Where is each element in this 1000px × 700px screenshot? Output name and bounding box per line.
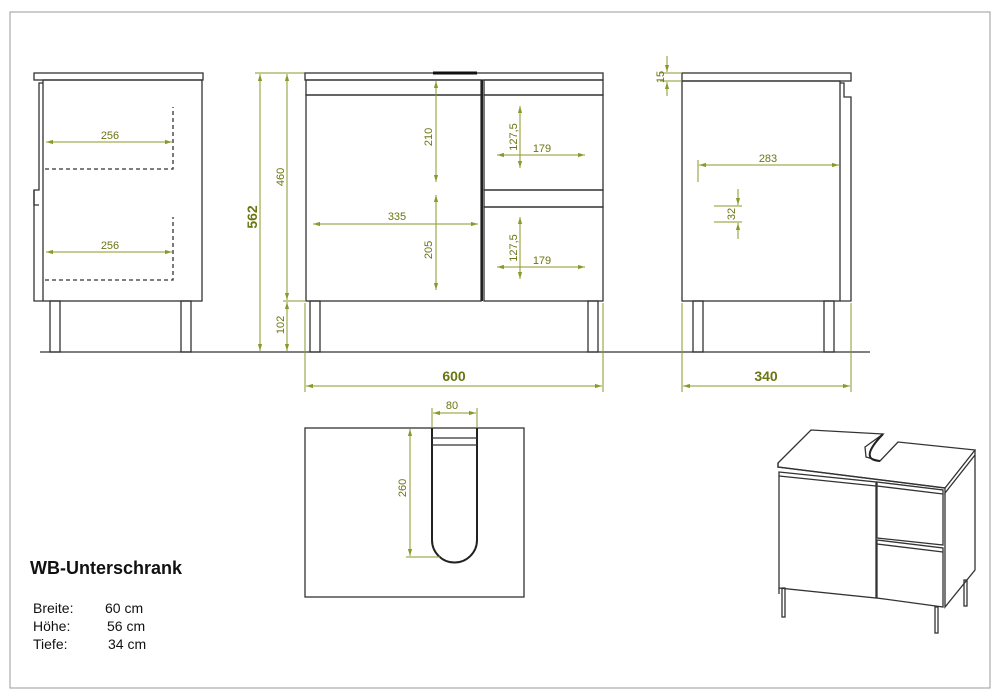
dim-lower-depth: 256 xyxy=(101,240,119,252)
leg xyxy=(49,300,61,353)
dim-width-total: 600 xyxy=(442,368,466,384)
leg xyxy=(781,587,786,618)
inner-shelf-dashed xyxy=(45,217,174,281)
iso-drawer-top xyxy=(876,481,944,546)
dim-cutout-depth: 260 xyxy=(397,479,409,497)
dim-door-lower: 205 xyxy=(423,241,435,259)
dim-drawer2-width: 179 xyxy=(533,255,551,267)
dim-door-width: 335 xyxy=(388,211,406,223)
spec-value-depth: 34 cm xyxy=(108,636,146,652)
dim-cutout-width: 80 xyxy=(446,400,458,412)
dim-handle: 32 xyxy=(726,208,738,220)
spec-label-depth: Tiefe: xyxy=(33,636,68,652)
dim-depth-total: 340 xyxy=(754,368,778,384)
product-title: WB-Unterschrank xyxy=(30,558,183,578)
spec-label-width: Breite: xyxy=(33,600,73,616)
dim-drawer1-height: 127,5 xyxy=(508,123,520,151)
inner-shelf-dashed xyxy=(45,107,174,170)
dim-inner-depth: 283 xyxy=(759,153,777,165)
drawer-bottom xyxy=(483,206,604,302)
leg xyxy=(309,300,321,353)
dim-drawer1-width: 179 xyxy=(533,143,551,155)
leg xyxy=(823,300,835,353)
sink-cutout xyxy=(431,428,478,564)
front-view: 210 205 335 127,5 179 127,5 179 600 xyxy=(304,71,604,392)
dim-height-total: 562 xyxy=(244,205,260,229)
spec-value-width: 60 cm xyxy=(105,600,143,616)
leg xyxy=(180,300,192,353)
leg xyxy=(692,300,704,353)
top-view: 80 260 xyxy=(304,400,525,598)
iso-drawer-bottom xyxy=(876,539,944,608)
isometric-view xyxy=(777,429,977,634)
dim-upper-depth: 256 xyxy=(101,130,119,142)
left-side-view: 256 256 xyxy=(33,72,204,353)
leg xyxy=(934,606,939,634)
dim-top-thickness: 15 xyxy=(655,71,667,83)
spec-list: Breite: 60 cm Höhe: 56 cm Tiefe: 34 cm xyxy=(33,600,146,652)
door xyxy=(305,94,482,302)
spec-value-height: 56 cm xyxy=(107,618,145,634)
right-side-view: 15 283 32 340 xyxy=(655,56,852,392)
dim-height-body: 460 xyxy=(275,168,287,186)
frame-border xyxy=(9,11,991,689)
spec-label-height: Höhe: xyxy=(33,618,70,634)
iso-door xyxy=(778,471,877,599)
height-dimensions: 562 460 102 xyxy=(244,72,305,351)
dim-height-legs: 102 xyxy=(275,316,287,334)
dim-door-upper: 210 xyxy=(423,128,435,146)
leg xyxy=(587,300,599,353)
dim-drawer2-height: 127,5 xyxy=(508,234,520,262)
leg xyxy=(963,579,968,607)
